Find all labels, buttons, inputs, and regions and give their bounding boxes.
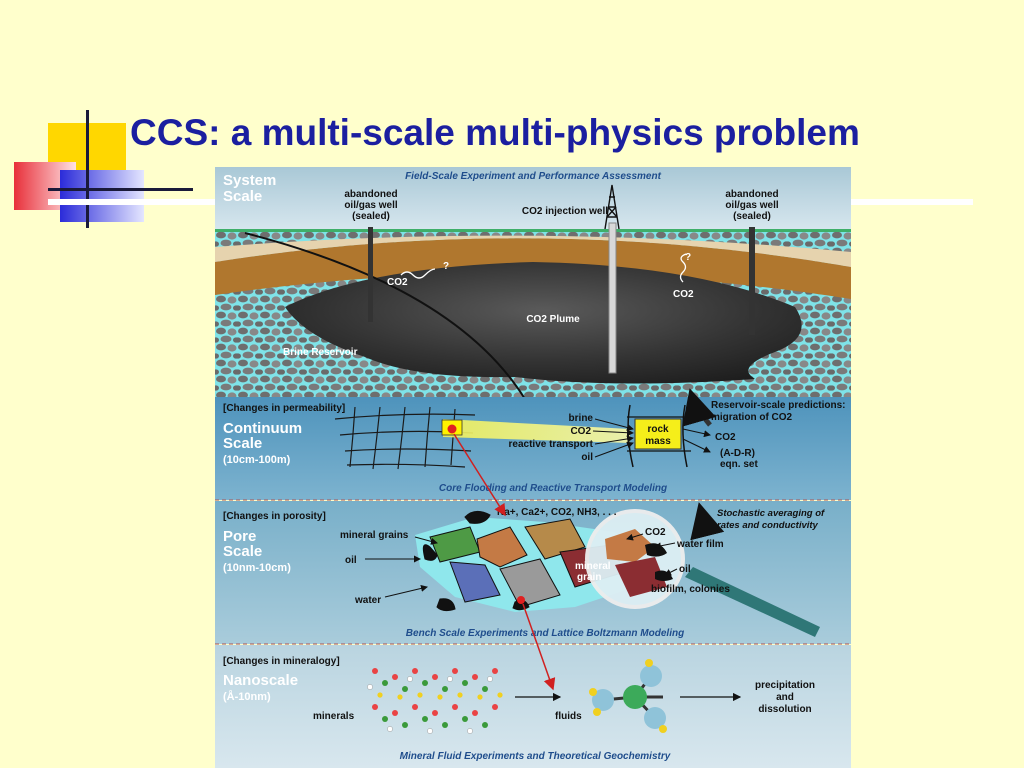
co2-plume-label: CO2 Plume — [526, 314, 580, 325]
ions-label: Na+, Ca2+, CO2, NH3, . . . — [497, 507, 617, 518]
continuum-input-oil: oil — [581, 452, 593, 463]
pore-range: (10nm-10cm) — [223, 562, 291, 574]
continuum-caption: Core Flooding and Reactive Transport Mod… — [439, 483, 667, 494]
stochastic-label-1: Stochastic averaging of — [717, 508, 825, 519]
left-abandoned-well — [368, 227, 373, 322]
system-scale-title-2: Scale — [223, 188, 262, 205]
continuum-title-1: Continuum — [223, 420, 302, 437]
continuum-title-2: Scale — [223, 435, 262, 452]
slide-title: CCS: a multi-scale multi-physics problem — [130, 112, 860, 153]
continuum-scale-panel: [Changes in permeability] Continuum Scal… — [215, 388, 851, 501]
deco-horizontal-line — [48, 188, 193, 191]
pore-title-1: Pore — [223, 528, 256, 545]
nano-range: (Å-10nm) — [223, 690, 271, 703]
pore-scale-panel: [Changes in porosity] Pore Scale (10nm-1… — [215, 501, 851, 645]
fluid-molecule-icon — [589, 659, 667, 733]
precipitation-label-3: dissolution — [758, 704, 811, 715]
deco-blue-square — [60, 170, 144, 222]
rock-mass-label-1: rock — [647, 424, 669, 435]
prediction-label-1: Reservoir-scale predictions: — [711, 400, 846, 411]
right-abandoned-well — [749, 227, 755, 335]
oil-right-label: oil — [679, 564, 691, 575]
left-well-label-2: oil/gas well — [344, 200, 398, 211]
right-leak-path — [679, 253, 687, 283]
nano-title: Nanoscale — [223, 672, 298, 689]
pore-co2-label: CO2 — [645, 527, 666, 538]
right-well-label-1: abandoned — [725, 189, 778, 200]
continuum-tag: [Changes in permeability] — [223, 403, 345, 414]
system-scale-panel: System Scale Field-Scale Experiment and … — [215, 167, 851, 400]
nanoscale-panel: [Changes in mineralogy] Nanoscale (Å-10n… — [215, 645, 851, 768]
pore-tag: [Changes in porosity] — [223, 511, 326, 522]
left-well-label-1: abandoned — [344, 189, 397, 200]
continuum-out-co2: CO2 — [715, 432, 736, 443]
right-leak-question: ? — [685, 252, 691, 263]
minerals-label: minerals — [313, 711, 355, 722]
continuum-input-brine: brine — [569, 413, 594, 424]
water-label: water — [354, 595, 381, 606]
pore-title-2: Scale — [223, 543, 262, 560]
mineral-grain-cluster — [415, 511, 645, 612]
right-leak-co2-label: CO2 — [673, 289, 694, 300]
drilling-derrick-icon — [604, 184, 620, 230]
prediction-label-2: migration of CO2 — [711, 412, 793, 423]
precipitation-label-1: precipitation — [755, 680, 815, 691]
system-caption: Field-Scale Experiment and Performance A… — [405, 171, 662, 182]
left-leak-co2-label: CO2 — [387, 277, 408, 288]
brine-reservoir-label: Brine Reservoir — [283, 347, 358, 358]
permeability-grid — [334, 406, 476, 470]
stochastic-label-2: rates and conductivity — [717, 520, 819, 531]
left-leak-question: ? — [443, 261, 449, 272]
mineral-grain-label-1: mineral — [575, 561, 611, 572]
magnifier-icon — [585, 509, 820, 637]
mineral-lattice — [367, 668, 503, 734]
continuum-out-adr-1: (A-D-R) — [720, 448, 755, 459]
nano-tag: [Changes in mineralogy] — [223, 656, 340, 667]
continuum-range: (10cm-100m) — [223, 454, 291, 466]
continuum-out-adr-2: eqn. set — [720, 459, 758, 470]
water-film-label: water film — [676, 539, 724, 550]
left-leak-path — [400, 268, 436, 279]
deco-vertical-line — [86, 110, 89, 228]
right-well-label-2: oil/gas well — [725, 200, 779, 211]
system-scale-title-1: System — [223, 172, 276, 189]
precipitation-label-2: and — [776, 692, 794, 703]
mineral-grains-label: mineral grains — [340, 530, 409, 541]
oil-left-label: oil — [345, 555, 357, 566]
continuum-input-co2: CO2 — [570, 426, 591, 437]
fluids-label: fluids — [555, 711, 582, 722]
pore-caption: Bench Scale Experiments and Lattice Bolt… — [406, 628, 684, 639]
mineral-grain-label-2: grain — [577, 572, 601, 583]
continuum-input-reactive: reactive transport — [509, 439, 594, 450]
rock-mass-label-2: mass — [645, 436, 671, 447]
injection-well-label: CO2 injection well — [522, 206, 608, 217]
co2-injection-well — [608, 222, 617, 374]
right-well-label-3: (sealed) — [733, 211, 771, 222]
biofilm-label: biofilm, colonies — [651, 584, 730, 595]
ccs-multiscale-diagram: System Scale Field-Scale Experiment and … — [215, 167, 851, 768]
left-well-label-3: (sealed) — [352, 211, 390, 222]
zoom-connectors — [453, 433, 556, 691]
nano-caption: Mineral Fluid Experiments and Theoretica… — [400, 751, 671, 762]
